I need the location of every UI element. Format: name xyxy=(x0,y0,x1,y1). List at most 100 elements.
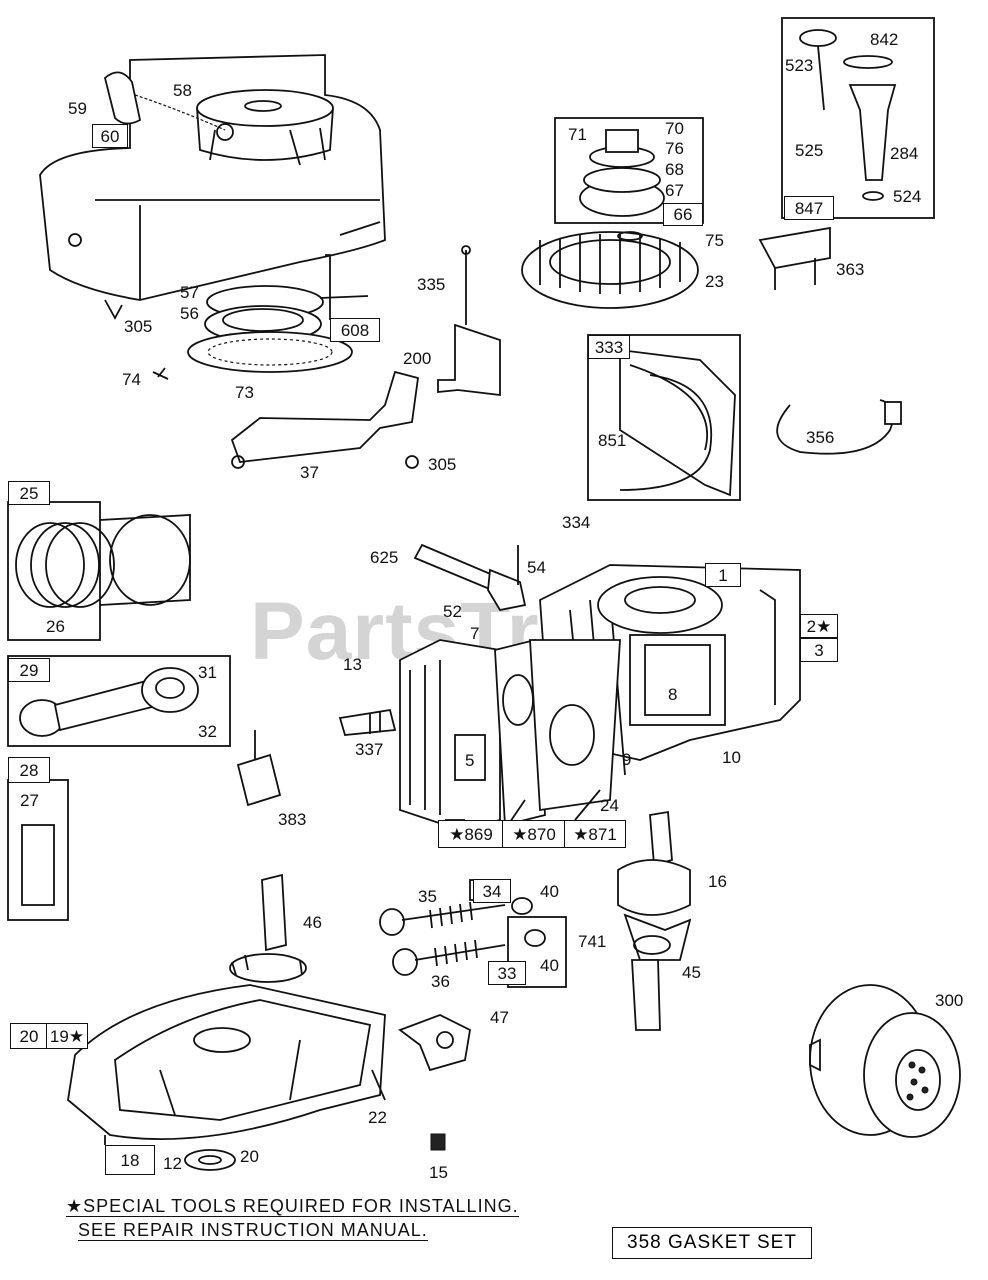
boxed-part-label: ★871 xyxy=(564,820,626,848)
part-label: 24 xyxy=(600,796,619,815)
repair-manual-note-line2: SEE REPAIR INSTRUCTION MANUAL. xyxy=(78,1220,428,1241)
oil-seal xyxy=(184,1149,236,1171)
part-label: 335 xyxy=(417,275,446,294)
part-label: 75 xyxy=(705,231,724,250)
part-label: 20 xyxy=(240,1147,259,1166)
part-label: 22 xyxy=(368,1108,387,1127)
part-label: 842 xyxy=(870,30,899,49)
part-label: 305 xyxy=(124,317,153,336)
boxed-part-label: 18 xyxy=(105,1145,155,1175)
boxed-part-label: 608 xyxy=(330,318,380,342)
boxed-part-label: 19★ xyxy=(46,1023,88,1049)
fuel-cap-assembly xyxy=(781,17,935,219)
boxed-part-label: 333 xyxy=(588,335,630,359)
boxed-part-label: 847 xyxy=(784,196,834,220)
cylinder-head xyxy=(399,639,501,831)
part-label: 8 xyxy=(668,685,678,704)
crankcase-sump xyxy=(67,984,386,1140)
part-label: 334 xyxy=(562,513,591,532)
part-label: 58 xyxy=(173,81,192,100)
part-label: 47 xyxy=(490,1008,509,1027)
head-gasket xyxy=(494,638,621,827)
breather-tube xyxy=(413,543,527,612)
blower-housing xyxy=(39,54,386,320)
crankshaft xyxy=(617,810,692,1031)
frame-608 xyxy=(325,254,331,320)
governor-part-383 xyxy=(236,730,282,807)
boxed-part-label: 34 xyxy=(473,879,511,903)
boxed-part-label: 28 xyxy=(8,757,50,783)
part-label: 625 xyxy=(370,548,399,567)
part-label: 284 xyxy=(890,144,919,163)
part-label: 300 xyxy=(935,991,964,1010)
part-label: 9 xyxy=(622,750,632,769)
flywheel xyxy=(521,231,699,309)
part-label: 56 xyxy=(180,304,199,323)
part-label: 356 xyxy=(806,428,835,447)
drain-plug xyxy=(430,1133,446,1151)
part-label: 70 xyxy=(665,119,684,138)
part-label: 337 xyxy=(355,740,384,759)
part-label: 12 xyxy=(163,1154,182,1173)
boxed-part-label: ★869 xyxy=(438,820,504,848)
part-label: 741 xyxy=(578,932,607,951)
connecting-rod xyxy=(7,655,231,747)
starter-handle xyxy=(103,71,234,141)
part-label: 13 xyxy=(343,655,362,674)
part-label: 52 xyxy=(443,602,462,621)
part-label: 74 xyxy=(122,370,141,389)
boxed-part-label: 60 xyxy=(92,124,128,148)
starter-clutch xyxy=(554,117,704,224)
part-label: 46 xyxy=(303,913,322,932)
part-label: 54 xyxy=(527,558,546,577)
bracket-363 xyxy=(758,226,831,290)
boxed-part-label: 20 xyxy=(10,1023,48,1049)
spark-plug xyxy=(338,708,397,736)
part-label: 525 xyxy=(795,141,824,160)
governor-bracket xyxy=(437,245,501,397)
part-label: 363 xyxy=(836,260,865,279)
muffler xyxy=(809,984,961,1138)
boxed-part-label: 2★ xyxy=(800,614,838,638)
part-label: 37 xyxy=(300,463,319,482)
boxed-part-label: 1 xyxy=(705,563,741,587)
valves xyxy=(379,879,567,988)
part-label: 523 xyxy=(785,56,814,75)
repair-manual-note: SEE REPAIR INSTRUCTION MANUAL. xyxy=(78,1220,428,1241)
boxed-part-label: ★870 xyxy=(502,820,566,848)
part-label: 36 xyxy=(431,972,450,991)
part-label: 16 xyxy=(708,872,727,891)
boxed-part-label: 29 xyxy=(8,658,50,682)
part-label: 5 xyxy=(465,751,475,770)
gasket-set-label: 358 GASKET SET xyxy=(612,1227,812,1259)
part-label: 7 xyxy=(470,624,480,643)
part-label: 59 xyxy=(68,99,87,118)
boxed-part-label: 33 xyxy=(488,961,526,985)
stop-wire xyxy=(776,399,902,455)
part-label: 383 xyxy=(278,810,307,829)
part-label: 40 xyxy=(540,956,559,975)
part-label: 71 xyxy=(568,125,587,144)
boxed-part-label: 3 xyxy=(800,638,838,662)
piston-pin xyxy=(7,779,69,921)
part-label: 851 xyxy=(598,431,627,450)
part-label: 73 xyxy=(235,383,254,402)
special-tools-note: ★SPECIAL TOOLS REQUIRED FOR INSTALLING. xyxy=(66,1196,519,1217)
part-label: 26 xyxy=(46,617,65,636)
boxed-part-label: 66 xyxy=(663,203,703,226)
part-label: 23 xyxy=(705,272,724,291)
part-label: 27 xyxy=(20,791,39,810)
part-label: 68 xyxy=(665,160,684,179)
governor-gear xyxy=(398,1014,471,1072)
part-label: 45 xyxy=(682,963,701,982)
part-label: 10 xyxy=(722,748,741,767)
part-label: 32 xyxy=(198,722,217,741)
part-label: 76 xyxy=(665,139,684,158)
starter-pulley xyxy=(152,285,369,380)
part-label: 40 xyxy=(540,882,559,901)
piston-rings xyxy=(7,501,191,641)
air-vane xyxy=(230,370,419,469)
part-label: 15 xyxy=(429,1163,448,1182)
